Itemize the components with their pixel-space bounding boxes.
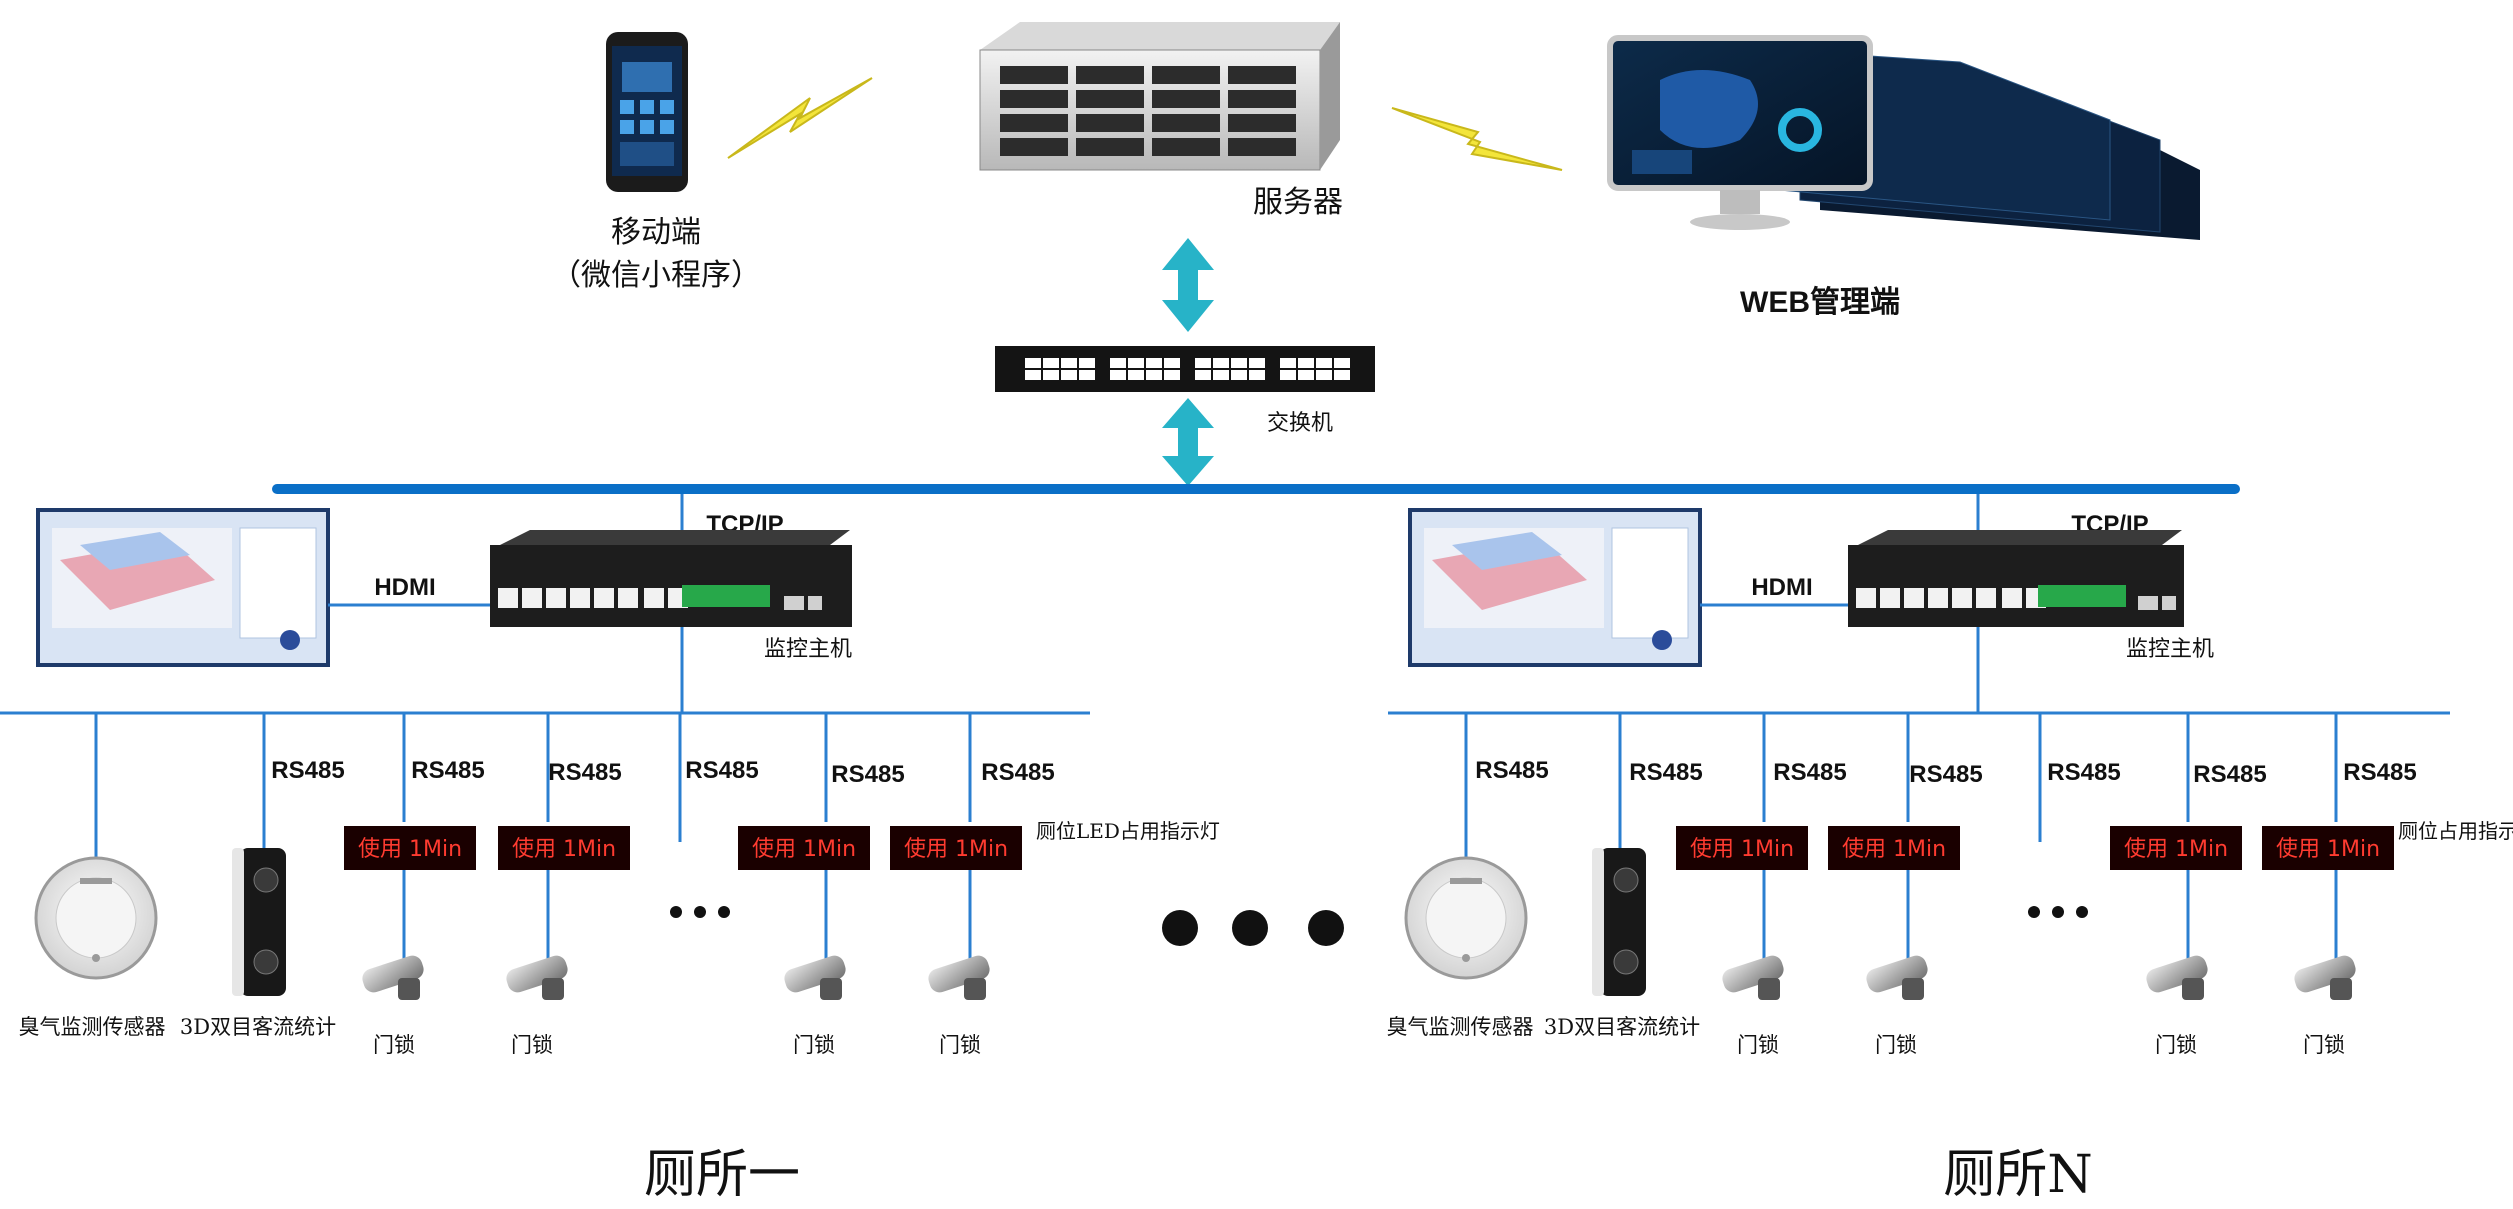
door-lock-icon <box>362 955 424 1000</box>
rs485-label: RS485 <box>2047 759 2120 786</box>
wireless-bolt-icon-right <box>1391 107 1563 171</box>
ellipsis-icon <box>670 906 730 918</box>
section-toilet-n: TCP/IP HDMI 监控主机 <box>1387 494 2513 1205</box>
people-counter-icon <box>232 848 286 996</box>
display-screen-icon <box>1408 508 1702 667</box>
led-indicator: 使用 1Min <box>498 826 630 870</box>
led-indicator: 使用 1Min <box>2262 826 2394 870</box>
rs485-label: RS485 <box>411 757 484 784</box>
rs485-label: RS485 <box>548 759 621 786</box>
tcpip-backbone-line <box>272 484 2240 494</box>
server-switch-arrow <box>1162 238 1214 332</box>
web-management-label: WEB管理端 <box>1740 286 1900 319</box>
door-lock-icon <box>1866 955 1928 1000</box>
rs485-label: RS485 <box>1475 757 1548 784</box>
door-lock-label: 门锁 <box>1875 1033 1917 1057</box>
monitoring-host-label: 监控主机 <box>764 637 852 662</box>
led-indicator: 使用 1Min <box>890 826 1022 870</box>
door-lock-label: 门锁 <box>793 1033 835 1057</box>
hdmi-label: HDMI <box>374 574 435 601</box>
door-lock-icon <box>1722 955 1784 1000</box>
door-lock-icon <box>2294 955 2356 1000</box>
door-lock-label: 门锁 <box>2155 1033 2197 1057</box>
monitoring-host-icon <box>1848 530 2184 627</box>
led-indicator-text: 使用 1Min <box>2276 837 2380 862</box>
rs485-label: RS485 <box>2343 759 2416 786</box>
led-indicator: 使用 1Min <box>2110 826 2242 870</box>
led-indicator-text: 使用 1Min <box>1842 837 1946 862</box>
indicator-caption: 厕位LED占用指示灯 <box>1036 819 1220 843</box>
monitoring-host-label: 监控主机 <box>2126 637 2214 662</box>
section-title: 厕所一 <box>644 1145 800 1205</box>
server-icon <box>979 22 1340 171</box>
led-indicator: 使用 1Min <box>738 826 870 870</box>
rs485-label: RS485 <box>1629 759 1702 786</box>
door-lock-icon <box>784 955 846 1000</box>
rs485-label: RS485 <box>1773 759 1846 786</box>
rs485-label: RS485 <box>2193 761 2266 788</box>
odor-sensor-label: 臭气监测传感器 <box>19 1015 166 1039</box>
switch-label: 交换机 <box>1267 411 1333 436</box>
mobile-phone-icon <box>606 32 688 192</box>
door-lock-icon <box>928 955 990 1000</box>
door-lock-icon <box>2146 955 2208 1000</box>
led-indicator-text: 使用 1Min <box>512 837 616 862</box>
rs485-label: RS485 <box>831 761 904 788</box>
people-counter-label: 3D双目客流统计 <box>1544 1015 1700 1039</box>
rs485-label: RS485 <box>1909 761 1982 788</box>
network-switch-icon <box>995 346 1375 392</box>
ellipsis-icon <box>1162 910 1344 946</box>
door-lock-label: 门锁 <box>2303 1033 2345 1057</box>
odor-sensor-icon <box>34 856 158 980</box>
wireless-bolt-icon-left <box>727 77 873 159</box>
rs485-label: RS485 <box>981 759 1054 786</box>
door-lock-label: 门锁 <box>373 1033 415 1057</box>
display-screen-icon <box>36 508 330 667</box>
odor-sensor-label: 臭气监测传感器 <box>1387 1015 1534 1039</box>
server-label: 服务器 <box>1253 185 1343 220</box>
mobile-label: 移动端 <box>611 215 701 250</box>
switch-backbone-arrow <box>1162 398 1214 486</box>
people-counter-icon <box>1592 848 1646 996</box>
led-indicator-text: 使用 1Min <box>752 837 856 862</box>
led-indicator: 使用 1Min <box>1828 826 1960 870</box>
people-counter-label: 3D双目客流统计 <box>180 1015 336 1039</box>
led-indicator-text: 使用 1Min <box>358 837 462 862</box>
door-lock-label: 门锁 <box>939 1033 981 1057</box>
led-indicator-text: 使用 1Min <box>2124 837 2228 862</box>
door-lock-icon <box>506 955 568 1000</box>
door-lock-label: 门锁 <box>1737 1033 1779 1057</box>
monitoring-host-icon <box>490 530 852 627</box>
led-indicator-text: 使用 1Min <box>1690 837 1794 862</box>
web-dashboard-screens-icon <box>1607 35 2200 240</box>
section-toilet-1: TCP/IP HDMI 监控主机 <box>0 494 1220 1205</box>
led-indicator: 使用 1Min <box>344 826 476 870</box>
odor-sensor-icon <box>1404 856 1528 980</box>
door-lock-label: 门锁 <box>511 1033 553 1057</box>
section-title: 厕所N <box>1943 1145 2093 1205</box>
ellipsis-icon <box>2028 906 2088 918</box>
rs485-label: RS485 <box>271 757 344 784</box>
rs485-label: RS485 <box>685 757 758 784</box>
hdmi-label: HDMI <box>1751 574 1812 601</box>
mobile-sub-label: （微信小程序） <box>551 258 761 293</box>
led-indicator: 使用 1Min <box>1676 826 1808 870</box>
led-indicator-text: 使用 1Min <box>904 837 1008 862</box>
indicator-caption: 厕位占用指示灯 <box>2398 819 2513 843</box>
